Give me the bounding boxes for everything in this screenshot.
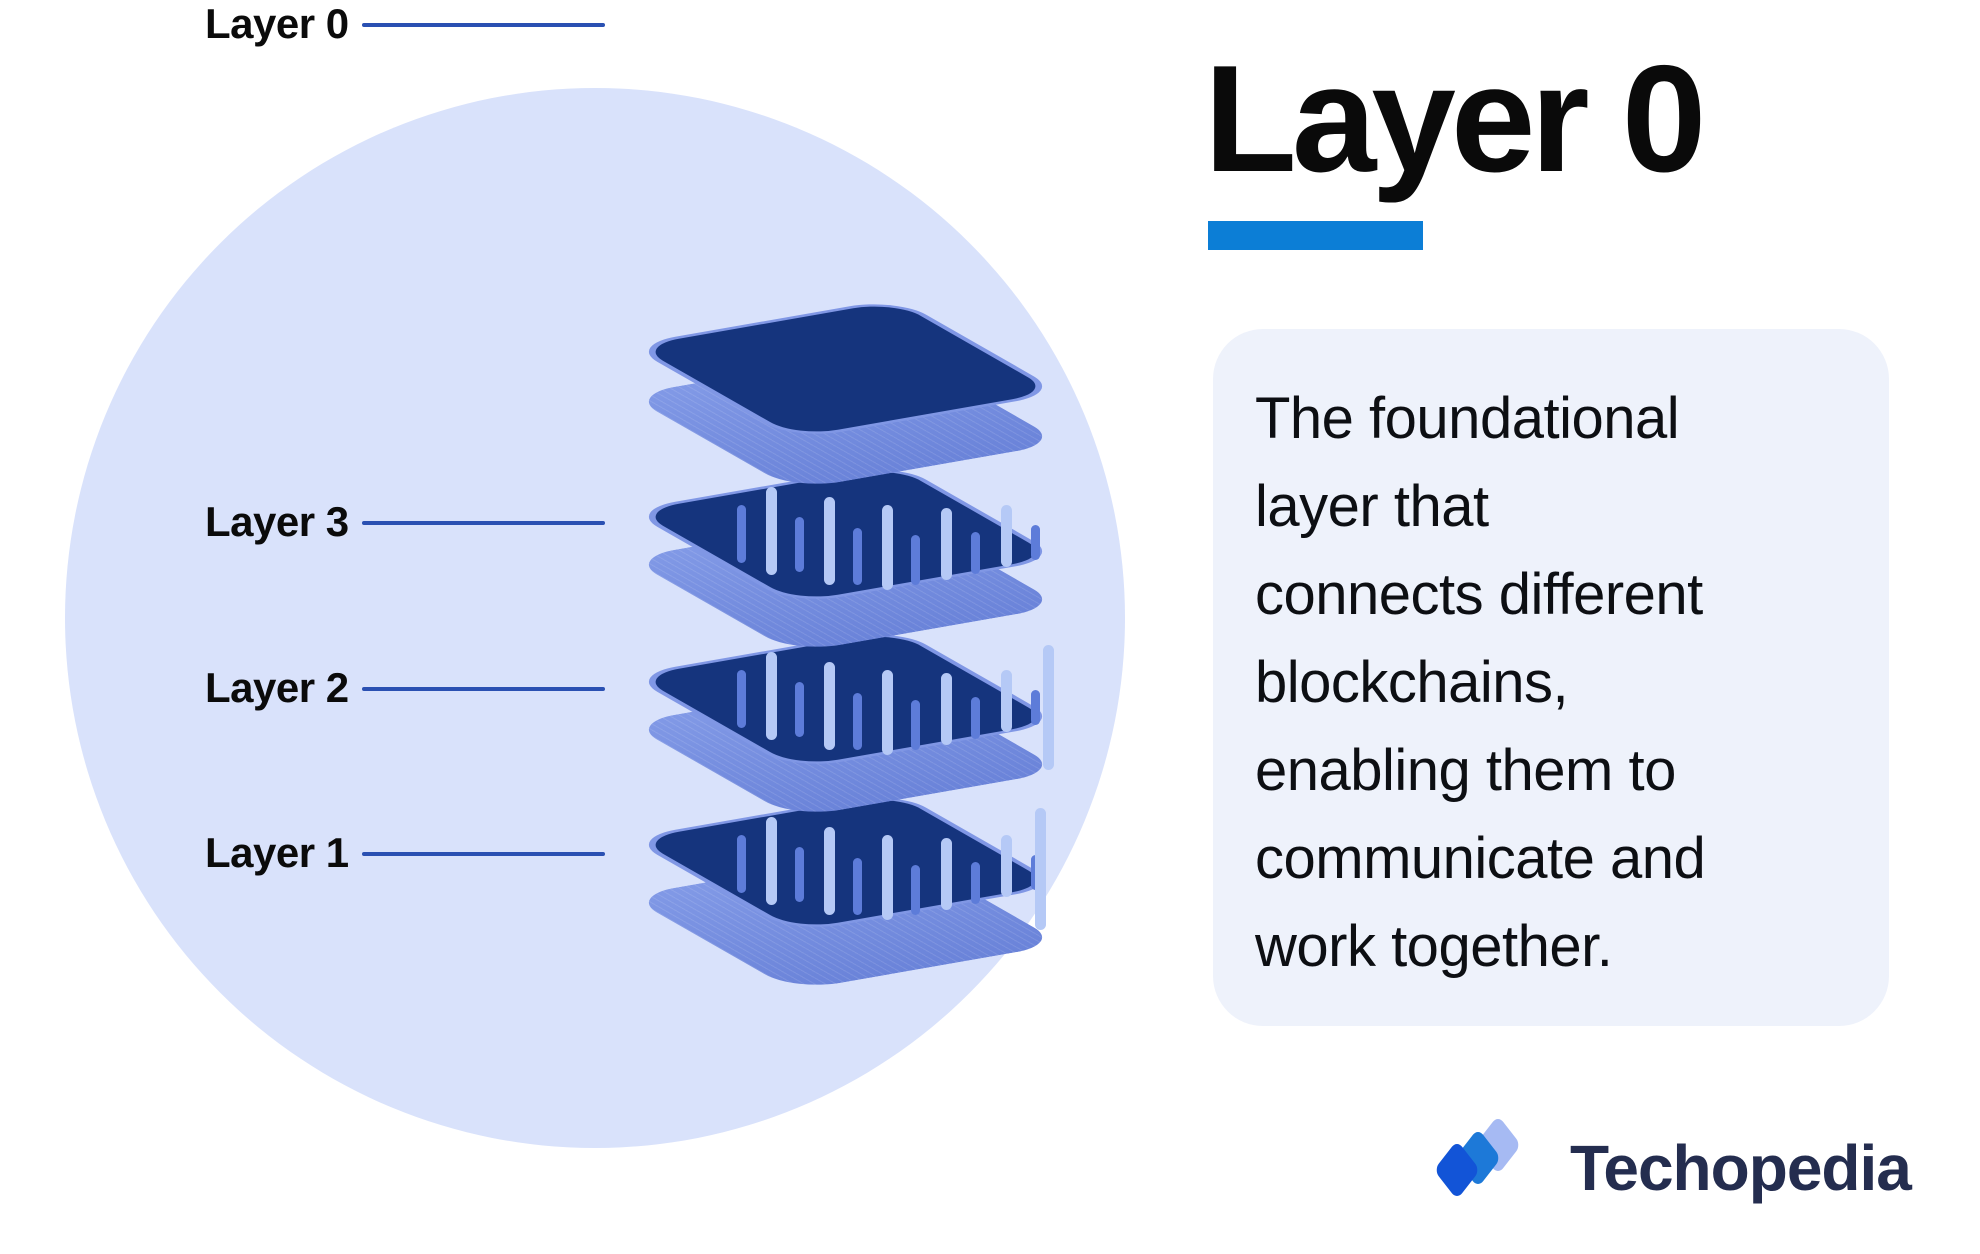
callout-connector-line (362, 687, 605, 691)
callout-connector-line (362, 521, 605, 525)
gap-1-0-pin (853, 858, 862, 915)
gap-3-2-pin (766, 487, 777, 575)
techopedia-logo: Techopedia (1432, 1115, 1912, 1226)
gap-3-2-pin (795, 517, 804, 572)
gap-3-2-pin (941, 508, 952, 580)
gap-3-2-pin (911, 535, 920, 585)
gap-2-1-pin (941, 673, 952, 745)
gap-2-1-pin (737, 670, 746, 728)
callout-label: Layer 0 (205, 0, 349, 47)
gap-3-2-pin (882, 505, 893, 590)
callout-connector-line (362, 852, 605, 856)
callout-label: Layer 3 (205, 498, 349, 545)
callout-layer-2: Layer 2 (205, 664, 625, 712)
callout-layer-3: Layer 3 (205, 498, 625, 546)
gap-1-0-pin (911, 865, 920, 915)
gap-3-2-pin (1001, 505, 1012, 567)
gap-3-2-pin (971, 532, 980, 574)
gap-1-0-pin (971, 862, 980, 904)
gap-1-0-pin (795, 847, 804, 902)
page-title: Layer 0 (1204, 34, 1706, 204)
gap-1-0-pin (737, 835, 746, 893)
callout-layer-1: Layer 1 (205, 829, 625, 877)
gap-2-1-pin (971, 697, 980, 739)
gap-2-1-pin (795, 682, 804, 737)
gap-2-1-pin (1043, 645, 1054, 770)
callout-label: Layer 2 (205, 664, 349, 711)
description-text: The foundational layer that connects dif… (1255, 386, 1706, 979)
title-underline (1208, 221, 1423, 250)
gap-2-1-pin (824, 662, 835, 750)
gap-2-1-pin (882, 670, 893, 755)
description-box: The foundational layer that connects dif… (1213, 329, 1889, 1026)
gap-3-2-pin (737, 505, 746, 563)
callout-layer-0: Layer 0 (205, 0, 625, 48)
gap-3-2-pin (853, 528, 862, 585)
gap-1-0-pin (1001, 835, 1012, 897)
callout-connector-line (362, 23, 605, 27)
gap-2-1-pin (1001, 670, 1012, 732)
gap-3-2-pin (824, 497, 835, 585)
callout-label: Layer 1 (205, 829, 349, 876)
gap-2-1-pin (853, 693, 862, 750)
techopedia-wordmark: Techopedia (1570, 1132, 1912, 1204)
gap-1-0-pin (766, 817, 777, 905)
gap-3-2-pin (1031, 525, 1040, 560)
gap-1-0-pin (941, 838, 952, 910)
gap-1-0-pin (824, 827, 835, 915)
gap-2-1-pin (911, 700, 920, 750)
gap-2-1-pin (1031, 690, 1040, 725)
gap-1-0-pin (1035, 808, 1046, 930)
gap-1-0-pin (882, 835, 893, 920)
gap-2-1-pin (766, 652, 777, 740)
